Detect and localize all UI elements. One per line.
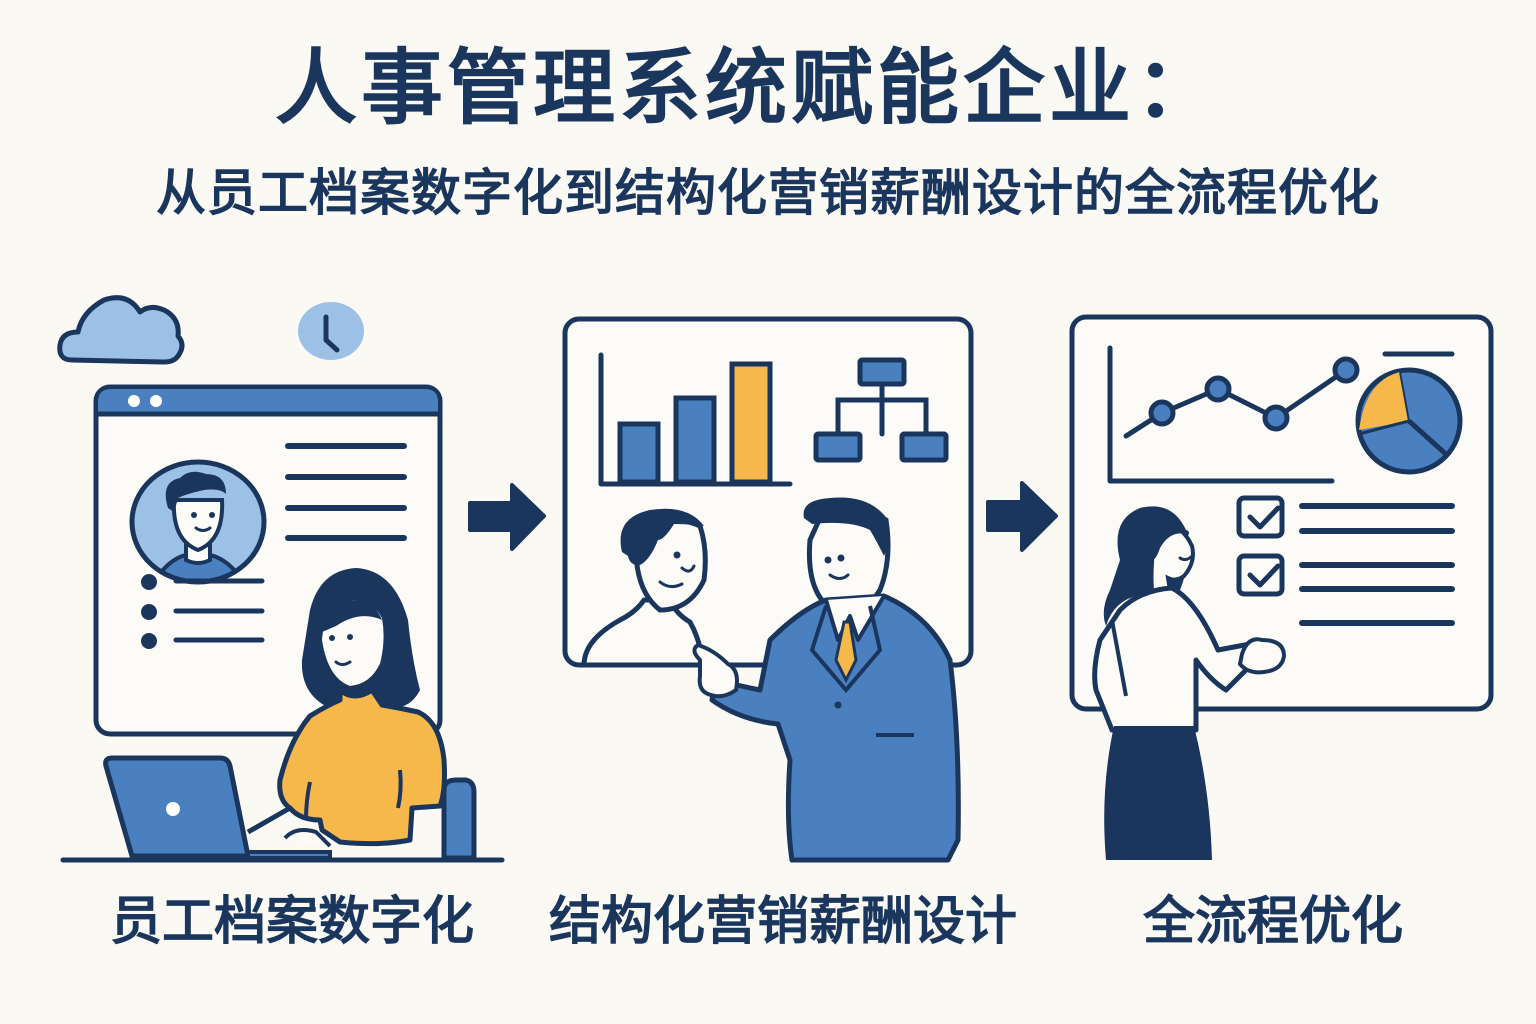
businessman-figure [692,497,961,863]
step-3-illustration [1069,314,1494,860]
arrow-right-icon [986,481,1058,552]
checklist [1236,495,1455,626]
checkbox-icon [1236,495,1285,539]
line-chart-icon [1107,345,1360,484]
step-1-label: 员工档案数字化 [109,892,474,952]
pie-chart-icon [1355,367,1463,475]
step-3-label: 全流程优化 [1142,892,1403,952]
profile-detail-lines [173,443,407,643]
checkbox-icon [1236,553,1285,597]
cloud-icon [57,295,185,365]
step-1-illustration [57,295,505,863]
bar-chart-icon [598,352,793,487]
arrow-right-icon [468,483,546,551]
woman-figure [246,568,447,848]
bullet-list-icon [141,574,157,649]
clock-icon [298,302,364,360]
page-title-text: 人事管理系统赋能企业： [274,41,1221,136]
person-portrait-icon [581,508,708,666]
page-subtitle: 从员工档案数字化到结构化营销薪酬设计的全流程优化 [156,164,1380,222]
page-title: 人事管理系统赋能企业： [0,48,1536,130]
woman-presenter-figure [1092,506,1287,860]
org-chart-icon [813,357,949,463]
profile-avatar-icon [129,459,267,585]
step-2-illustration [562,316,974,863]
laptop-icon [103,755,332,860]
step-2-label: 结构化营销薪酬设计 [548,892,1017,952]
